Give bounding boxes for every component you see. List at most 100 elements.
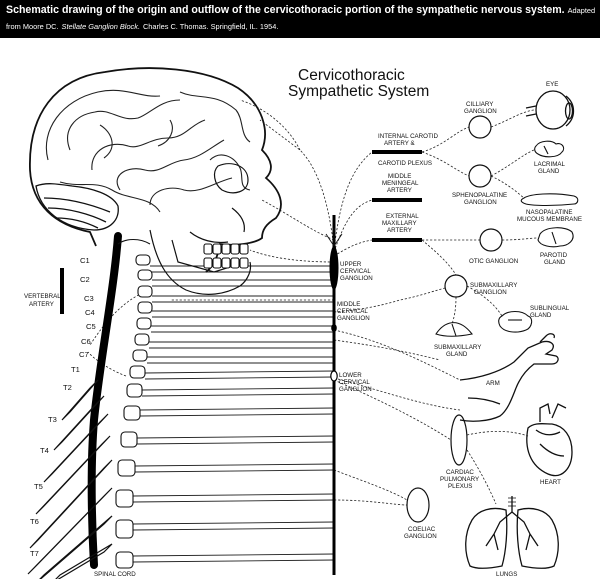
label-ciliary-1: CILLIARY	[466, 101, 493, 108]
vertebral-body	[134, 333, 150, 346]
vertebral-body	[115, 551, 134, 569]
fiber	[239, 99, 301, 151]
spinal-cord	[87, 232, 122, 569]
ramus	[134, 469, 335, 473]
label-submaxillary-gland-1: SUBMAXILLARY	[434, 344, 481, 351]
label-spinal-cord: SPINAL CORD	[94, 571, 136, 578]
rib	[39, 515, 113, 579]
fiber	[333, 151, 373, 251]
fiber	[490, 109, 535, 128]
fiber	[466, 449, 497, 505]
vertebral-body	[123, 405, 141, 421]
caption-title: Schematic drawing of the origin and outf…	[6, 4, 565, 16]
vertebral-body	[136, 317, 152, 330]
sphenopalatine-ganglion	[468, 164, 492, 188]
vertebral-body	[137, 285, 153, 298]
structure-labels: VERTEBRAL ARTERY SPINAL CORD INTERNAL CA…	[24, 81, 582, 578]
fiber	[333, 199, 373, 253]
label-lower-cervical-2: CERVICAL	[339, 379, 370, 386]
ramus	[144, 376, 335, 380]
lungs	[465, 496, 559, 569]
caption-source-book: Stellate Ganglion Block.	[61, 21, 140, 31]
ramus	[132, 499, 335, 503]
label-lacrimal-2: GLAND	[538, 168, 560, 175]
teeth	[203, 243, 249, 269]
label-vertebral-artery-1: VERTEBRAL	[24, 293, 61, 300]
rib	[53, 395, 105, 451]
label-lower-cervical-3: GANGLION	[339, 386, 372, 393]
diagram-title: Cervicothoracic Sympathetic System	[288, 67, 429, 100]
label-otic: OTIC GANGLION	[469, 258, 518, 265]
fiber	[466, 285, 503, 317]
label-parotid-2: GLAND	[544, 259, 566, 266]
label-heart: HEART	[540, 479, 561, 486]
fiber	[259, 119, 335, 251]
fiber	[421, 239, 457, 276]
ramus	[132, 553, 335, 557]
lower-cervical-ganglion	[330, 370, 338, 382]
coeliac-ganglion	[406, 487, 430, 523]
rib	[61, 379, 99, 421]
vertebra-label-c6: C6	[81, 337, 91, 346]
label-coeliac-1: COELIAC	[408, 526, 436, 533]
brain-gyri	[45, 89, 251, 213]
label-upper-cervical-1: UPPER	[340, 261, 362, 268]
fiber	[451, 296, 457, 325]
ciliary-ganglion	[468, 115, 492, 139]
label-nasopalatine-2: MUCOUS MEMBRANE	[517, 216, 582, 223]
label-lacrimal-1: LACRIMAL	[534, 161, 566, 168]
vertebral-body	[137, 301, 153, 314]
label-parotid-1: PAROTID	[540, 252, 568, 259]
label-upper-cervical-3: GANGLION	[340, 275, 373, 282]
otic-ganglion	[479, 228, 503, 252]
caption-source-suffix: Charles C. Thomas. Springfield, IL. 1954…	[142, 21, 279, 31]
ramus	[141, 393, 335, 397]
vertebral-column	[115, 238, 153, 569]
fiber	[333, 329, 461, 381]
middle-cervical-ganglion	[331, 324, 337, 332]
ramus	[141, 387, 335, 391]
label-sublingual-1: SUBLINGUAL	[530, 305, 570, 312]
ramus	[139, 407, 335, 411]
label-external-maxillary-3: ARTERY	[387, 227, 412, 234]
arm	[459, 333, 559, 422]
label-sphenopalatine-1: SPHENOPALATINE	[452, 192, 507, 199]
ramus	[136, 441, 335, 445]
title-line1: Cervicothoracic	[298, 67, 405, 84]
vertebra-label-t1: T1	[71, 365, 80, 374]
label-arm: ARM	[486, 380, 500, 387]
label-vertebral-artery-2: ARTERY	[29, 301, 54, 308]
vertebra-label-t6: T6	[30, 517, 39, 526]
vertebral-body	[137, 269, 153, 281]
rib	[55, 543, 113, 579]
trunk-upper-branches	[325, 228, 343, 247]
rib	[35, 435, 111, 515]
caption: Schematic drawing of the origin and outf…	[6, 3, 596, 34]
vertebra-label-c1: C1	[80, 256, 90, 265]
label-middle-cervical-2: CERVICAL	[337, 308, 368, 315]
label-lower-cervical-1: LOWER	[339, 372, 362, 379]
vertebral-body	[120, 431, 138, 448]
label-sublingual-2: GLAND	[530, 312, 552, 319]
caption-source-prefix: Adapted from Moore DC.	[6, 6, 596, 31]
preganglionic-fibers	[132, 265, 335, 563]
label-lungs: LUNGS	[496, 571, 517, 578]
fiber	[87, 351, 127, 377]
vertebra-label-c3: C3	[84, 294, 94, 303]
ramus	[132, 493, 335, 497]
ramus	[132, 521, 335, 525]
fiber	[249, 249, 335, 263]
label-nasopalatine-1: NASOPALATINE	[526, 209, 573, 216]
rib	[27, 487, 113, 575]
label-ciliary-2: GANGLION	[464, 108, 497, 115]
label-eye: EYE	[546, 81, 558, 88]
label-external-maxillary-1: EXTERNAL	[386, 213, 419, 220]
label-coeliac-2: GANGLION	[404, 533, 437, 540]
vertebra-label-t3: T3	[48, 415, 57, 424]
skull-face	[149, 163, 252, 295]
glands	[435, 140, 579, 337]
label-submaxillary-ganglion-2: GANGLION	[474, 289, 507, 296]
fiber	[333, 239, 373, 257]
label-cardiac-1: CARDIAC	[446, 469, 474, 476]
ramus	[132, 527, 335, 531]
